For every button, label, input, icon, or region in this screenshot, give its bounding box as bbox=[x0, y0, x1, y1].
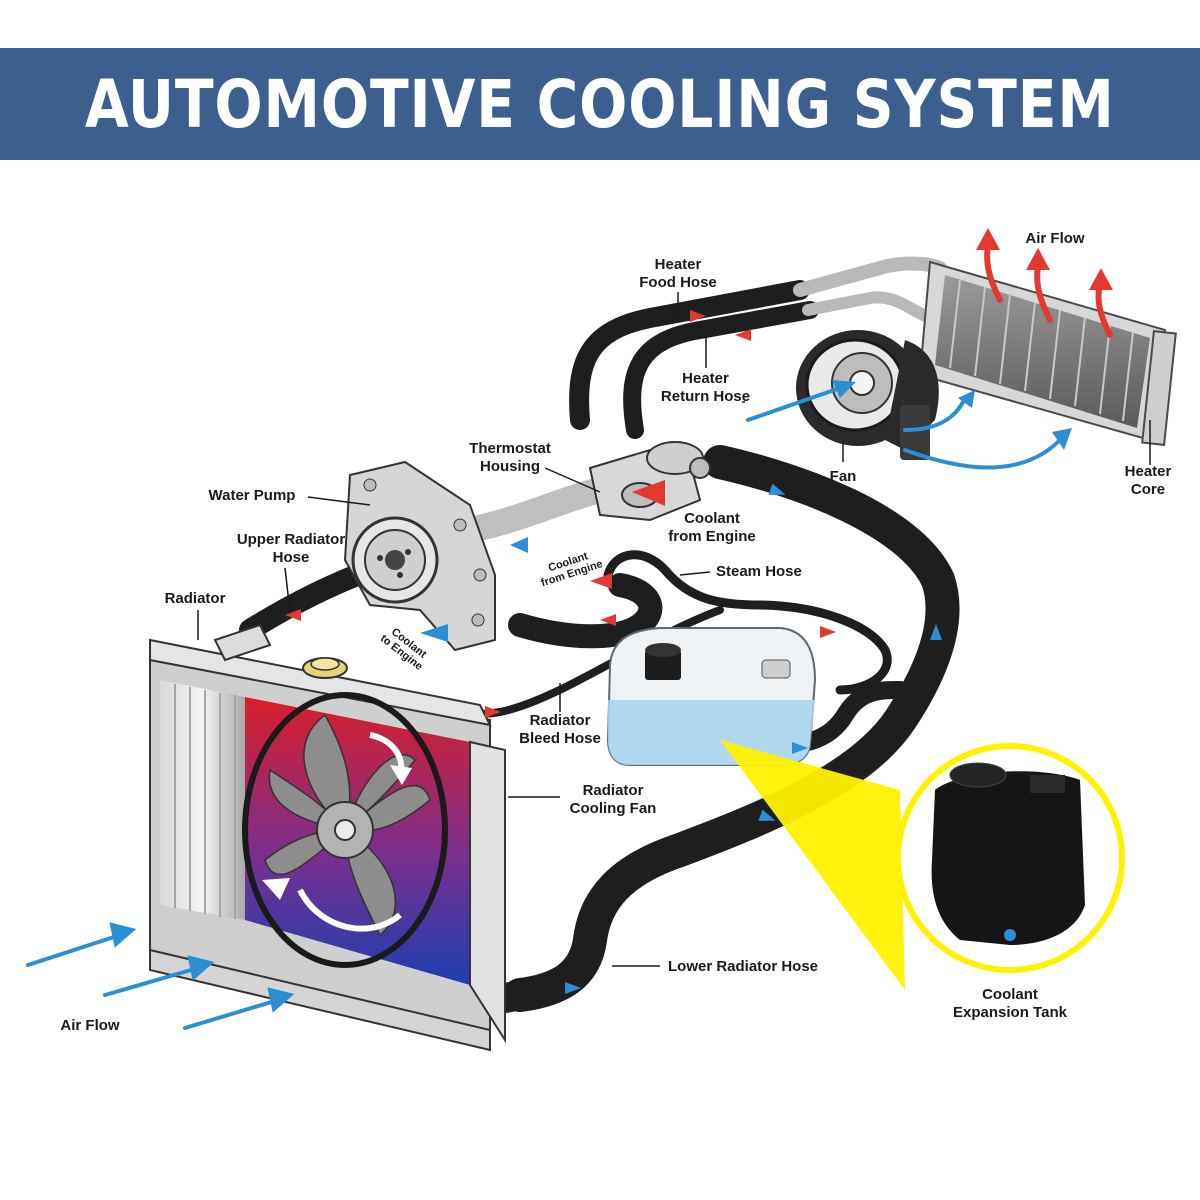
label-water-pump: Water Pump bbox=[208, 487, 296, 504]
engine-outlet-hose bbox=[508, 573, 663, 649]
heater-pipe-2 bbox=[802, 291, 936, 324]
radiator-cooling-fan bbox=[242, 692, 448, 968]
coolant-flow-arrows bbox=[285, 310, 942, 994]
label-fan: Fan bbox=[829, 468, 857, 485]
lower-radiator-hose bbox=[490, 980, 535, 1013]
leader-lines bbox=[197, 292, 1151, 967]
page-title: AUTOMOTIVE COOLING SYSTEM bbox=[85, 65, 1115, 143]
upper-radiator-hose bbox=[239, 559, 381, 641]
expansion-tank-callout bbox=[720, 740, 1125, 990]
heater-food-hose bbox=[569, 280, 810, 430]
radiator-air-flow-arrows bbox=[26, 922, 295, 1030]
label-lower-radiator-hose: Lower Radiator Hose bbox=[668, 958, 819, 975]
thermostat-housing bbox=[588, 441, 711, 522]
label-radiator: Radiator bbox=[164, 590, 226, 607]
blower-airflow bbox=[746, 386, 1062, 470]
heater-air-flow-heads bbox=[976, 228, 1113, 290]
heater-core bbox=[918, 260, 1177, 446]
label-air-flow-bottom: Air Flow bbox=[60, 1017, 120, 1034]
bypass-pipe bbox=[457, 477, 613, 543]
return-hose-main bbox=[503, 445, 960, 1012]
heater-return-hose bbox=[623, 301, 819, 439]
expansion-tank bbox=[606, 627, 817, 766]
blower-airflow-heads bbox=[832, 380, 1072, 450]
label-air-flow-top: Air Flow bbox=[1025, 230, 1085, 247]
water-pump bbox=[343, 460, 496, 652]
label-steam-hose: Steam Hose bbox=[716, 563, 802, 580]
heater-pipe-1 bbox=[793, 256, 947, 297]
bypass-pipe-edge bbox=[457, 477, 613, 543]
steam-hose bbox=[603, 550, 892, 695]
title-banner: AUTOMOTIVE COOLING SYSTEM bbox=[0, 48, 1200, 160]
blower-fan bbox=[796, 330, 939, 460]
